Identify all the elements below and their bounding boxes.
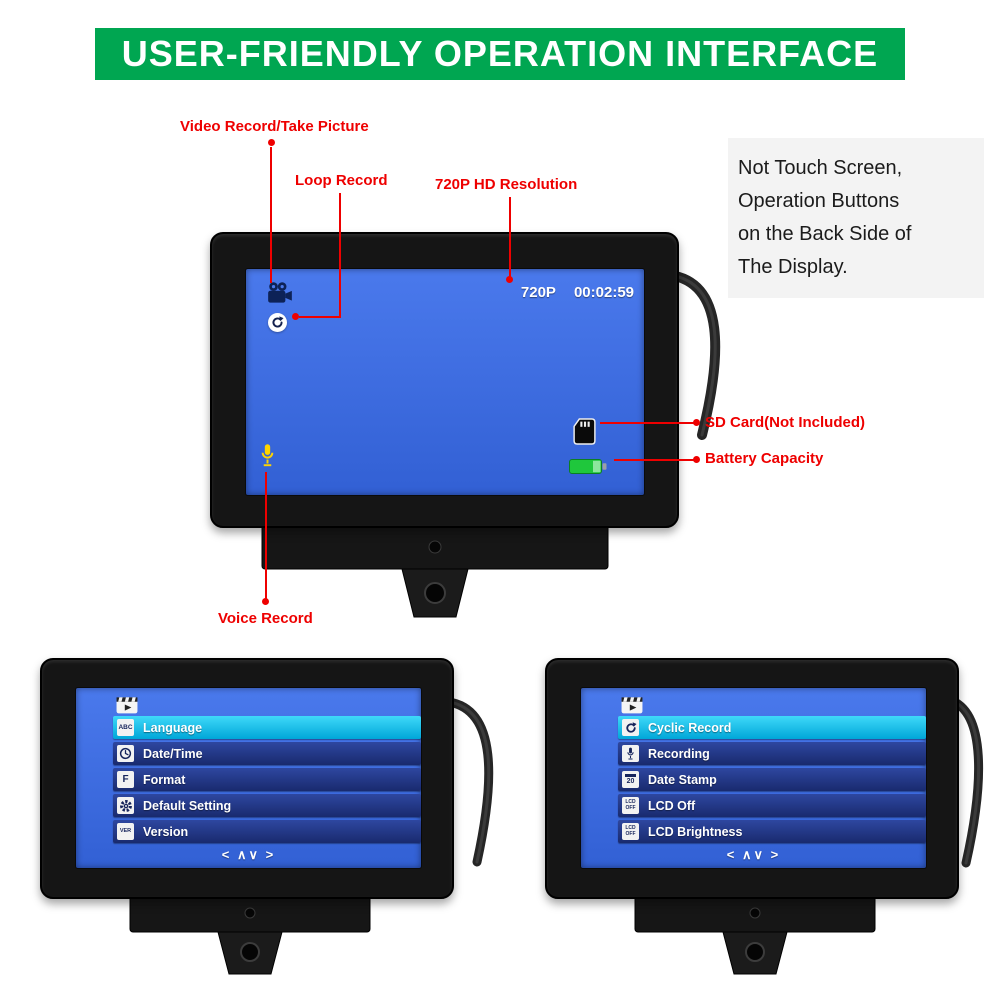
left-monitor-bracket (129, 893, 371, 975)
left-menu-screen: ABC Language Date/Time F Format (75, 687, 422, 869)
annotation-video-dot (268, 139, 275, 146)
menu-item-format: F Format (113, 768, 421, 791)
note-line: on the Back Side of (738, 223, 912, 245)
note-box: Not Touch Screen, Operation Buttons on t… (728, 138, 984, 298)
record-menu: Cyclic Record Recording 20 (618, 716, 926, 846)
lcd-brightness-icon: LCD OFF (622, 823, 639, 840)
annotation-resolution: 720P HD Resolution (435, 176, 578, 193)
version-icon: VER (117, 823, 134, 840)
video-menu-icon (116, 694, 138, 714)
menu-item-version: VER Version (113, 820, 421, 843)
annotation-loop-record: Loop Record (295, 172, 388, 189)
note-line: Operation Buttons (738, 190, 900, 212)
osd-status-row: 720P 00:02:59 (521, 284, 634, 301)
battery-icon (568, 459, 608, 474)
nav-keys: < ∧∨ > (221, 847, 276, 862)
loop-record-icon (268, 313, 287, 332)
menu-item-recording: Recording (618, 742, 926, 765)
annotation-sd-line (600, 422, 696, 424)
lcd-off-icon: LCD OFF (622, 797, 639, 814)
header-banner: USER-FRIENDLY OPERATION INTERFACE (95, 28, 905, 80)
annotation-sd-card: SD Card(Not Included) (705, 414, 865, 431)
left-monitor-cable (444, 697, 494, 867)
menu-item-default-setting: Default Setting (113, 794, 421, 817)
clock-icon (117, 745, 134, 762)
mic-icon (622, 745, 639, 762)
main-screen: 720P 00:02:59 (245, 268, 645, 496)
right-monitor-cable (945, 695, 984, 868)
annotation-voice-dot (262, 598, 269, 605)
video-menu-icon (621, 694, 643, 714)
annotation-loop-line-h (299, 316, 341, 318)
settings-menu: ABC Language Date/Time F Format (113, 716, 421, 846)
menu-item-date-time: Date/Time (113, 742, 421, 765)
annotation-voice-record: Voice Record (218, 610, 313, 627)
annotation-video-record: Video Record/Take Picture (180, 118, 369, 135)
loop-icon (622, 719, 639, 736)
voice-record-mic-icon (260, 443, 275, 469)
menu-item-lcd-brightness: LCD OFF LCD Brightness (618, 820, 926, 843)
page-title: USER-FRIENDLY OPERATION INTERFACE (121, 33, 879, 74)
annotation-battery-line (614, 459, 698, 461)
right-menu-screen: Cyclic Record Recording 20 (580, 687, 927, 869)
note-line: The Display. (738, 256, 848, 278)
menu-item-date-stamp: 20 Date Stamp (618, 768, 926, 791)
menu-item-cyclic-record: Cyclic Record (618, 716, 926, 739)
calendar-icon: 20 (622, 771, 639, 788)
format-icon: F (117, 771, 134, 788)
annotation-battery-dot (693, 456, 700, 463)
right-monitor-bracket (634, 893, 876, 975)
main-monitor-cable (665, 270, 721, 440)
annotation-voice-line (265, 472, 267, 600)
resolution-label: 720P (520, 284, 556, 301)
menu-item-lcd-off: LCD OFF LCD Off (618, 794, 926, 817)
note-line: Not Touch Screen, (738, 157, 903, 179)
annotation-battery: Battery Capacity (705, 450, 824, 467)
annotation-loop-line-v (339, 193, 341, 318)
language-icon: ABC (117, 719, 134, 736)
nav-keys: < ∧∨ > (726, 847, 781, 862)
recording-timer: 00:02:59 (573, 284, 634, 301)
annotation-sd-dot (693, 419, 700, 426)
video-camera-icon (266, 281, 294, 304)
annotation-loop-dot (292, 313, 299, 320)
sd-card-icon (573, 418, 596, 445)
annotation-video-line (270, 147, 272, 283)
annotation-resolution-dot (506, 276, 513, 283)
menu-item-language: ABC Language (113, 716, 421, 739)
gear-icon (117, 797, 134, 814)
annotation-resolution-line (509, 197, 511, 277)
